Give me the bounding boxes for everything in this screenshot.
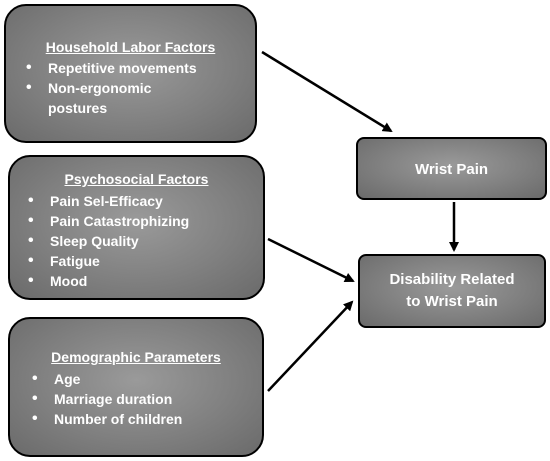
list-item: Repetitive movements (26, 58, 197, 78)
list-item: Pain Catastrophizing (28, 211, 189, 231)
psychosocial-factors-title: Psychosocial Factors (64, 171, 209, 187)
psychosocial-factors-box: Psychosocial Factors Pain Sel-Efficacy P… (8, 155, 265, 300)
demographic-parameters-box: Demographic Parameters Age Marriage dura… (8, 317, 264, 457)
list-item: Marriage duration (32, 389, 182, 409)
list-item: Pain Sel-Efficacy (28, 191, 189, 211)
list-item: Non-ergonomic (26, 78, 197, 98)
household-labor-factors-list: Repetitive movements Non-ergonomic postu… (26, 58, 197, 118)
list-item-continuation: postures (48, 100, 108, 116)
disability-box: Disability Related to Wrist Pain (358, 254, 546, 328)
list-item: Number of children (32, 409, 182, 429)
demographic-parameters-title: Demographic Parameters (51, 349, 221, 365)
list-item: Mood (28, 271, 189, 291)
list-item: Fatigue (28, 251, 189, 271)
disability-label-line2: to Wrist Pain (406, 293, 498, 310)
arrow-household-to-wrist-pain (261, 50, 393, 133)
arrow-psychosocial-to-disability (267, 237, 355, 283)
psychosocial-factors-list: Pain Sel-Efficacy Pain Catastrophizing S… (28, 191, 189, 291)
household-labor-factors-title: Household Labor Factors (45, 39, 216, 55)
household-labor-factors-box: Household Labor Factors Repetitive movem… (4, 4, 257, 143)
arrow-demographic-to-disability (267, 300, 354, 392)
disability-label-line1: Disability Related (389, 271, 515, 288)
demographic-parameters-list: Age Marriage duration Number of children (32, 369, 182, 429)
wrist-pain-box: Wrist Pain (356, 137, 547, 200)
list-item: Age (32, 369, 182, 389)
list-item: Sleep Quality (28, 231, 189, 251)
wrist-pain-label: Wrist Pain (414, 161, 489, 178)
